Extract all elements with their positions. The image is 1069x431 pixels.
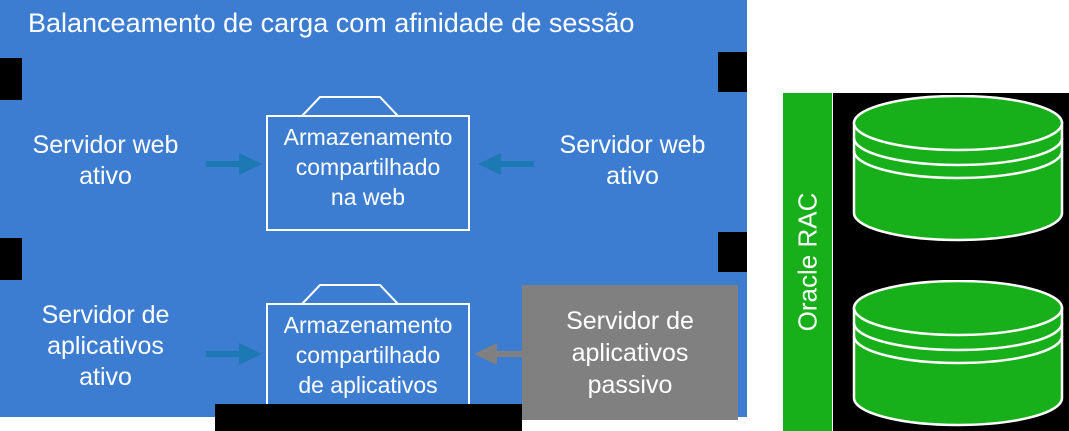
database-cylinder-icon-2 bbox=[852, 280, 1064, 428]
app-server-active-label: Servidor de aplicativos ativo bbox=[41, 301, 170, 391]
connector-stub-top-right bbox=[718, 52, 747, 92]
arrow-right-icon-app bbox=[206, 340, 262, 368]
connector-stub-bottom-right bbox=[718, 232, 747, 272]
arrow-left-icon-app bbox=[474, 340, 536, 368]
panel-title-bar: Balanceamento de carga com afinidade de … bbox=[0, 0, 747, 46]
web-server-active-right-label: Servidor web ativo bbox=[559, 131, 706, 190]
connector-stub-bottom-left bbox=[0, 238, 22, 280]
connector-stub-top-left bbox=[0, 58, 22, 100]
shared-folder-icon-web: Armazenamento compartilhado na web bbox=[262, 94, 474, 234]
app-server-passive-label: Servidor de aplicativos passivo bbox=[566, 306, 694, 399]
shared-folder-icon-app: Armazenamento compartilhado de aplicativ… bbox=[262, 282, 474, 422]
arrow-left-icon bbox=[478, 150, 534, 178]
app-shared-storage-label: Armazenamento compartilhado de aplicativ… bbox=[283, 312, 453, 398]
database-cylinder-icon-1 bbox=[852, 95, 1064, 243]
oracle-rac-label: Oracle RAC bbox=[792, 192, 823, 332]
arrow-right-icon bbox=[206, 150, 262, 178]
load-balancing-panel: Balanceamento de carga com afinidade de … bbox=[0, 0, 747, 431]
oracle-rac-bar: Oracle RAC bbox=[783, 93, 832, 431]
app-server-passive-box: Servidor de aplicativos passivo bbox=[522, 285, 738, 420]
web-shared-storage-label: Armazenamento compartilhado na web bbox=[283, 124, 453, 210]
web-server-active-left-label: Servidor web ativo bbox=[32, 131, 179, 190]
page-title: Balanceamento de carga com afinidade de … bbox=[28, 7, 635, 38]
connector-stub-bottom-bar-inner bbox=[215, 404, 455, 422]
